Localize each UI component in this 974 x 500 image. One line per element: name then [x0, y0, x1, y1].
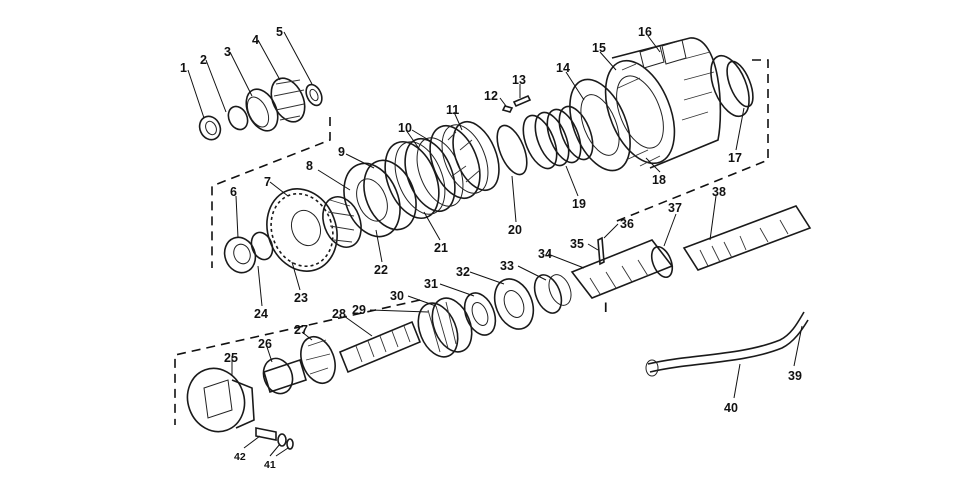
part-20-seal-ring	[496, 124, 528, 176]
label-32: 32	[456, 265, 470, 279]
label-3: 3	[224, 45, 231, 59]
part-labels: 1 2 3 4 5 6 7 8 9 10 11 12 13 14 15 16 1…	[180, 25, 802, 471]
label-38: 38	[712, 185, 726, 199]
part-29-30-gear	[417, 297, 473, 358]
label-33: 33	[500, 259, 514, 273]
part-1-ring	[198, 115, 222, 141]
label-20: 20	[508, 223, 522, 237]
leader-lines	[187, 31, 803, 457]
label-25: 25	[224, 351, 238, 365]
dashed-group-lower	[174, 299, 421, 425]
part-5-bushing	[305, 83, 323, 107]
part-27-coupling	[300, 335, 336, 385]
label-2: 2	[200, 53, 207, 67]
part-14-piston	[569, 78, 631, 172]
part-17-end-ring	[710, 54, 754, 118]
part-16-drum-body	[611, 37, 722, 169]
label-30: 30	[390, 289, 404, 303]
label-11: 11	[446, 103, 459, 117]
part-6-bearing	[223, 231, 274, 274]
label-36: 36	[620, 217, 634, 231]
part-15-clutch-drum	[604, 59, 676, 167]
part-11-steel-disks	[429, 120, 500, 199]
label-6: 6	[230, 185, 237, 199]
label-18: 18	[652, 173, 666, 187]
label-10: 10	[398, 121, 412, 135]
part-35-36-pin	[597, 236, 605, 266]
part-37-ring	[650, 245, 674, 279]
label-31: 31	[424, 277, 438, 291]
label-27: 27	[294, 323, 308, 337]
label-34: 34	[538, 247, 552, 261]
part-4-hub	[270, 77, 306, 123]
label-41: 41	[264, 459, 276, 471]
label-24: 24	[254, 307, 268, 321]
label-14: 14	[556, 61, 570, 75]
part-31-bearing	[463, 292, 497, 336]
part-25-housing	[186, 367, 255, 433]
label-7: 7	[264, 175, 271, 189]
part-41-42-bolt	[255, 427, 294, 450]
label-40: 40	[724, 401, 738, 415]
dashed-group-upper-right	[611, 59, 769, 224]
label-12: 12	[484, 89, 498, 103]
label-13: 13	[512, 73, 526, 87]
label-16: 16	[638, 25, 652, 39]
label-1: 1	[180, 61, 187, 75]
part-26-hub	[262, 357, 307, 395]
label-9: 9	[338, 145, 345, 159]
label-42: 42	[234, 451, 246, 463]
label-shaft-mark: l	[604, 301, 607, 315]
part-2-snap-ring	[227, 105, 249, 131]
part-19-return-spring	[522, 105, 594, 170]
label-4: 4	[252, 33, 259, 47]
label-5: 5	[276, 25, 283, 39]
label-17: 17	[728, 151, 742, 165]
label-19: 19	[572, 197, 586, 211]
part-7-gear	[266, 188, 362, 272]
label-39: 39	[788, 369, 802, 383]
part-8-9-pressure-plate	[343, 159, 417, 238]
part-33-washer	[533, 274, 572, 314]
label-35: 35	[570, 237, 584, 251]
label-29: 29	[352, 303, 366, 317]
part-32-bearing	[493, 278, 535, 330]
label-37: 37	[668, 201, 682, 215]
part-34-shaft	[570, 239, 674, 299]
label-23: 23	[294, 291, 308, 305]
part-28-shaft	[338, 320, 422, 374]
label-8: 8	[306, 159, 313, 173]
label-21: 21	[434, 241, 448, 255]
label-15: 15	[592, 41, 606, 55]
label-26: 26	[258, 337, 272, 351]
label-22: 22	[374, 263, 388, 277]
part-12-13-pin	[501, 94, 532, 113]
part-39-40-lever	[645, 311, 809, 377]
part-3-spring	[245, 88, 279, 132]
part-38-splined-shaft	[682, 205, 812, 271]
label-28: 28	[332, 307, 346, 321]
